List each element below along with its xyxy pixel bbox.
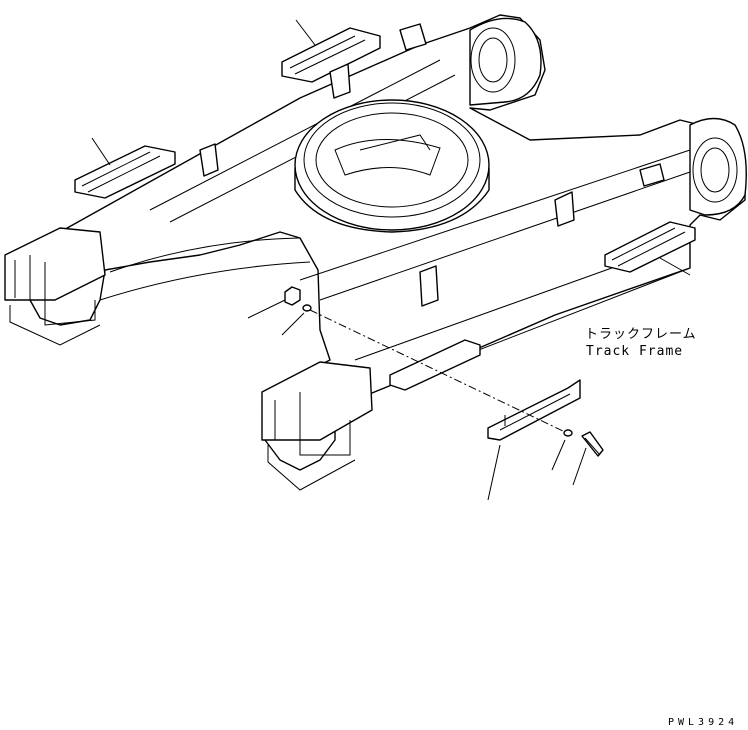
leader-lines xyxy=(91,19,691,501)
washer-bolt-right xyxy=(563,429,604,457)
step-inner xyxy=(389,339,481,391)
idler-yoke-right xyxy=(689,117,747,216)
swing-circle-ring xyxy=(294,99,490,233)
frame-end-lower xyxy=(261,361,373,491)
drawing-code: PWL3924 xyxy=(668,717,738,728)
idler-yoke-upper xyxy=(469,17,542,106)
step-right xyxy=(604,221,696,273)
frame-end-left xyxy=(4,227,106,346)
label-english: Track Frame xyxy=(586,344,683,359)
step-upper xyxy=(281,27,381,83)
bracket-bosses xyxy=(199,23,665,307)
step-left xyxy=(74,145,176,199)
nut-washer-left xyxy=(284,286,312,312)
label-japanese: トラックフレーム xyxy=(585,327,697,342)
step-part xyxy=(487,379,581,441)
alignment-lines xyxy=(309,309,566,433)
